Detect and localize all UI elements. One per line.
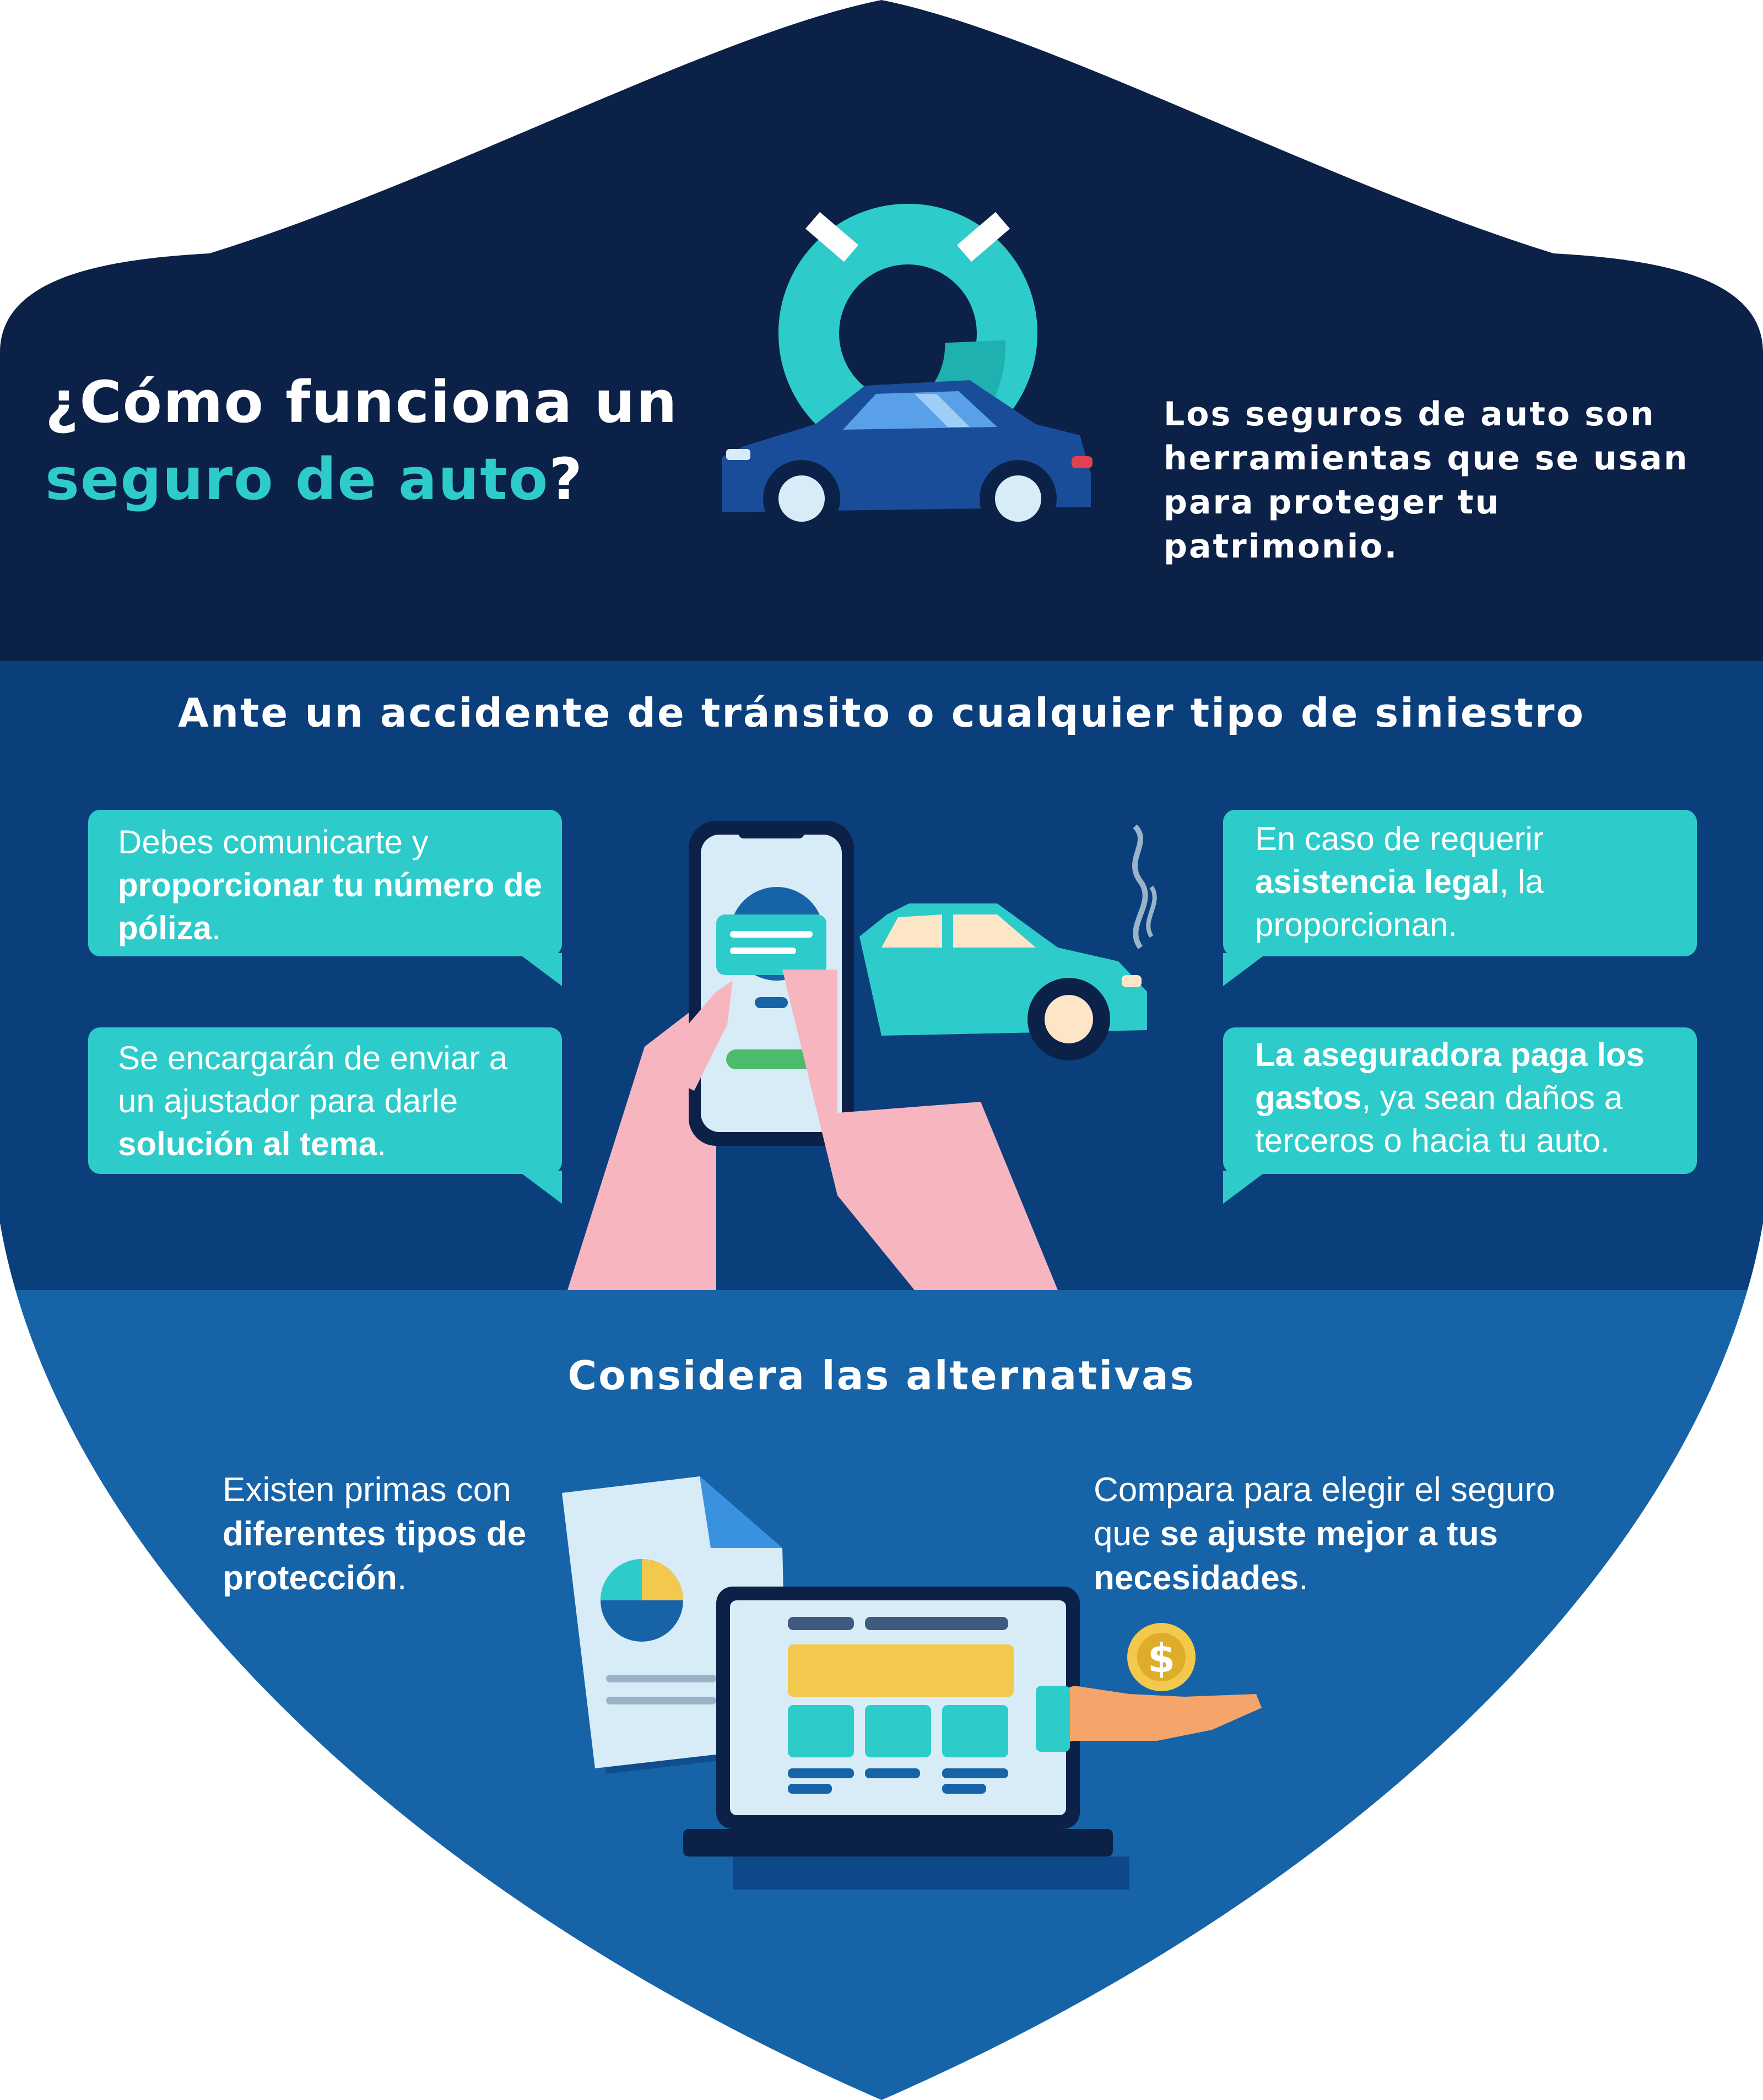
alternatives-right-text: Compara para elegir el seguro que se aju… [1094,1468,1600,1600]
alt-left-post: . [397,1559,407,1597]
bubble-3-post: , la proporcionan. [1255,863,1544,943]
title-end: ? [549,446,583,513]
intro-text: Los seguros de auto son herramientas que… [1164,395,1689,566]
crashed-car-icon [859,824,1157,1060]
bubble-1-bold: proporcionar tu número de póliza [118,867,543,946]
bubble-1-pre: Debes comunicarte y [118,824,429,860]
bubble-3-bold: asistencia legal [1255,863,1500,900]
bubble-4-post: , ya sean daños a terceros o hacia tu au… [1255,1079,1623,1159]
alt-right-post: . [1299,1559,1308,1597]
bubble-2-text: Se encargarán de enviar a un ajustador p… [118,1037,548,1166]
alternatives-left-text: Existen primas con diferentes tipos de p… [223,1468,564,1600]
bubble-3-shape [1223,810,1697,956]
title-line-1: ¿Cómo funciona un [45,369,678,436]
bubble-4-shape [1223,1027,1697,1174]
title-accent: seguro de auto [45,446,549,513]
bubble-4-bold: La aseguradora paga los gastos [1255,1036,1645,1116]
alt-left-pre: Existen primas con [223,1471,511,1509]
laptop-icon [683,1587,1129,1890]
car-icon [722,380,1093,537]
svg-text:$: $ [1148,1635,1175,1681]
dollar-coin-icon: $ [1036,1623,1262,1752]
bubble-1-shape [88,810,562,956]
alternatives-heading: Considera las alternativas [567,1352,1196,1399]
bubble-2-shape [88,1027,562,1174]
bubble-1-post: . [212,910,221,946]
accident-heading: Ante un accidente de tránsito o cualquie… [178,690,1585,736]
bubble-2-bold: solución al tema [118,1125,377,1162]
bubble-1-text: Debes comunicarte y proporcionar tu núme… [118,821,548,950]
smartphone-icon [567,821,1058,1290]
alt-right-pre: Compara para elegir el seguro que [1094,1471,1555,1553]
alt-right-bold: se ajuste mejor a tus necesidades [1094,1515,1499,1597]
bubble-3-pre: En caso de requerir [1255,820,1544,857]
bubble-4-text: La aseguradora paga los gastos, ya sean … [1255,1033,1690,1162]
bubble-2-pre: Se encargarán de enviar a un ajustador p… [118,1040,508,1119]
page-title: ¿Cómo funciona un seguro de auto? [45,364,678,518]
bubble-3-text: En caso de requerir asistencia legal, la… [1255,818,1674,946]
bubble-2-post: . [377,1125,386,1162]
alt-left-bold: diferentes tipos de protección [223,1515,527,1597]
